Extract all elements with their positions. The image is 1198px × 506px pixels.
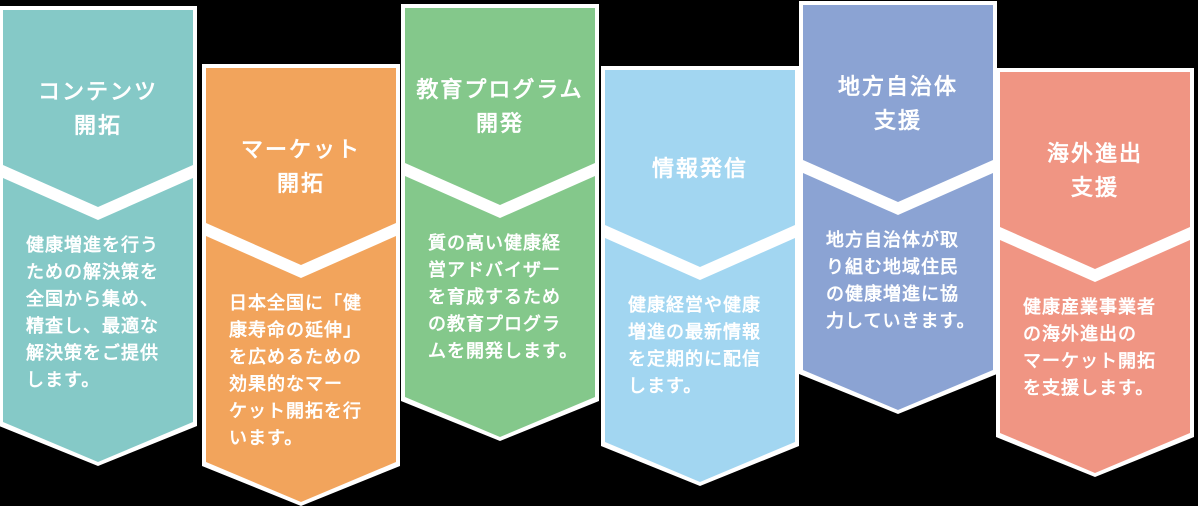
ribbon-title-panel (1000, 72, 1190, 269)
ribbon-title-panel (3, 10, 193, 207)
banner-information-dissemination: 情報発信 健康経営や健康 増進の最新情報 を定期的に配信 します。 (601, 66, 799, 486)
ribbon-body-panel (206, 236, 396, 502)
ribbon-shape (0, 6, 197, 466)
banner-body: 質の高い健康経 営アドバイザー を育成するため の教育プログラ ムを開発します。 (428, 233, 579, 361)
banner-body: 地方自治体が取 り組む地域住民 の健康増進に協 力していきます。 (826, 230, 976, 331)
banner-market-development: マーケット 開拓 日本全国に「健 康寿命の延伸」 を広めるための 効果的なマー … (202, 64, 400, 506)
ribbon-shape (401, 4, 599, 441)
banner-body: 日本全国に「健 康寿命の延伸」 を広めるための 効果的なマー ケット開拓を行 い… (229, 293, 362, 448)
banner-local-government-support: 地方自治体 支援 地方自治体が取 り組む地域住民 の健康増進に協 力していきます… (799, 1, 997, 414)
ribbon-title-panel (605, 70, 795, 267)
banner-body: 健康増進を行う ための解決策を 全国から集め、 精査し、最適な 解決策をご提供 … (26, 235, 159, 390)
ribbon-body-panel (405, 176, 595, 437)
ribbon-shape (202, 64, 400, 506)
ribbon-body-panel (3, 178, 193, 462)
banner-title: マーケット 開拓 (240, 136, 361, 196)
ribbon-body-panel (605, 238, 795, 482)
banner-title: コンテンツ 開拓 (37, 78, 158, 138)
banner-body: 健康経営や健康 増進の最新情報 を定期的に配信 します。 (628, 295, 761, 396)
ribbon-shape (799, 1, 997, 414)
banner-content-development: コンテンツ 開拓 健康増進を行う ための解決策を 全国から集め、 精査し、最適な… (0, 6, 197, 466)
banner-title: 地方自治体 支援 (837, 73, 958, 133)
ribbon-title-panel (803, 5, 993, 202)
ribbon-body-panel (803, 173, 993, 410)
banner-overseas-expansion-support: 海外進出 支援 健康産業事業者 の海外進出の マーケット開拓 を支援します。 (996, 68, 1194, 477)
ribbon-title-panel (206, 68, 396, 265)
banner-title: 情報発信 (651, 155, 748, 181)
ribbon-shape (996, 68, 1194, 477)
ribbon-body-panel (1000, 240, 1190, 473)
ribbon-shape (601, 66, 799, 486)
ribbon-title-panel (405, 8, 595, 205)
banner-education-program-development: 教育プログラム 開発 質の高い健康経 営アドバイザー を育成するため の教育プロ… (401, 4, 599, 441)
banner-body: 健康産業事業者 の海外進出の マーケット開拓 を支援します。 (1023, 297, 1156, 398)
banner-title: 海外進出 支援 (1046, 140, 1143, 200)
banner-title: 教育プログラム 開発 (416, 76, 584, 136)
